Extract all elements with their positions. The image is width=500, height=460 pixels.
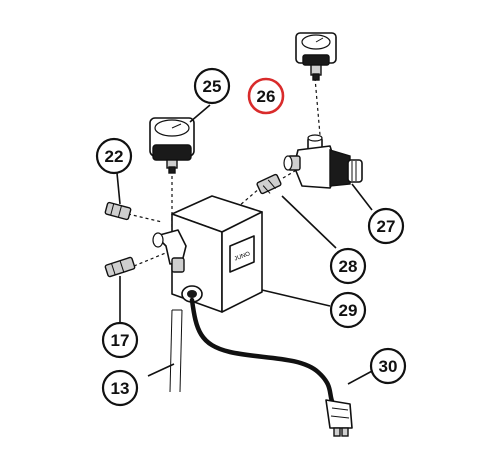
leader-lines <box>116 104 375 385</box>
tube-13-part <box>169 309 183 393</box>
callout-17[interactable]: 17 <box>101 321 139 359</box>
callout-28[interactable]: 28 <box>329 247 367 285</box>
fitting-28-part <box>256 173 282 195</box>
gauge-small-part <box>295 32 337 81</box>
regulator-valve-part <box>283 134 363 189</box>
power-cord-part <box>189 297 353 437</box>
callout-17-label: 17 <box>111 331 130 350</box>
switch-brand-label: JUNO <box>234 251 252 262</box>
callout-29[interactable]: 29 <box>329 291 367 329</box>
callout-26[interactable]: 26 <box>247 77 285 115</box>
callout-25[interactable]: 25 <box>193 67 231 105</box>
callout-27[interactable]: 27 <box>367 207 405 245</box>
callout-27-label: 27 <box>377 217 396 236</box>
callout-26-label: 26 <box>257 87 276 106</box>
fitting-17-part <box>104 256 136 278</box>
fitting-22-part <box>104 201 132 221</box>
callout-28-label: 28 <box>339 257 358 276</box>
callout-30[interactable]: 30 <box>369 347 407 385</box>
callout-13-label: 13 <box>111 379 130 398</box>
pressure-switch-part: JUNO <box>152 195 263 313</box>
callout-13[interactable]: 13 <box>101 369 139 407</box>
callout-22[interactable]: 22 <box>95 137 133 175</box>
callout-22-label: 22 <box>105 147 124 166</box>
callout-25-label: 25 <box>203 77 222 96</box>
gauge-large-part <box>149 117 195 174</box>
callout-29-label: 29 <box>339 301 358 320</box>
callout-30-label: 30 <box>379 357 398 376</box>
